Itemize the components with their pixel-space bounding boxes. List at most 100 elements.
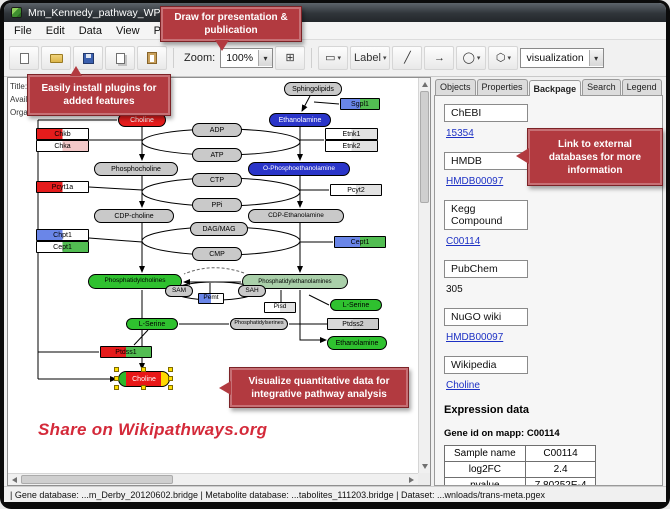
- tab-properties[interactable]: Properties: [476, 79, 528, 95]
- pathway-node-etnk2[interactable]: Etnk2: [325, 140, 378, 152]
- horizontal-scrollbar[interactable]: [8, 473, 418, 485]
- pathway-node-ptdss1[interactable]: Ptdss1: [100, 346, 152, 358]
- new-file-button[interactable]: [9, 46, 39, 70]
- scroll-down-icon[interactable]: [422, 464, 428, 469]
- expression-table-cell: 2.4: [524, 461, 597, 478]
- menu-item-view[interactable]: View: [115, 24, 140, 37]
- pathway-node-cdp-ethanolamine[interactable]: CDP-Ethanolamine: [248, 209, 344, 223]
- zoom-fit-button[interactable]: ⊞: [275, 46, 306, 70]
- menu-item-file[interactable]: File: [14, 24, 32, 37]
- pathway-node-sam[interactable]: SAM: [165, 285, 193, 297]
- pathway-node-ethanolamine[interactable]: Ethanolamine: [327, 336, 387, 350]
- tab-backpage[interactable]: Backpage: [528, 80, 582, 96]
- pathway-edge: [88, 237, 143, 243]
- selection-handle[interactable]: [141, 367, 146, 372]
- database-value-chebi[interactable]: 15354: [446, 128, 474, 139]
- database-value-wikipedia[interactable]: Choline: [446, 380, 480, 391]
- pathway-node-pemt[interactable]: Pemt: [198, 293, 224, 304]
- pathway-node-chpt1[interactable]: Chpt1: [36, 229, 89, 241]
- info-line: Avail: [10, 95, 28, 104]
- pathway-node-cmp[interactable]: CMP: [192, 247, 242, 261]
- pathway-node-atp[interactable]: ATP: [192, 148, 242, 162]
- shape-tool-button[interactable]: ◯▾: [456, 46, 487, 70]
- arrow-tool-icon: →: [433, 51, 445, 64]
- horizontal-scroll-thumb[interactable]: [21, 475, 173, 484]
- pathway-node-pisd[interactable]: Pisd: [264, 302, 296, 313]
- title-bar[interactable]: Mm_Kennedy_pathway_WP1771_45176.gpml: [4, 3, 666, 22]
- pathway-node-cept1[interactable]: Cept1: [334, 236, 386, 248]
- tab-search[interactable]: Search: [582, 79, 621, 95]
- pathway-node-ptdss2[interactable]: Ptdss2: [327, 318, 379, 330]
- app-icon: [11, 7, 22, 18]
- selection-handle[interactable]: [141, 385, 146, 390]
- pathway-node-l-serine[interactable]: L-Serine: [330, 299, 382, 311]
- pathway-node-phosphatidylethanolamines[interactable]: Phosphatidylethanolamines: [242, 274, 348, 289]
- pathway-node-l-serine[interactable]: L-Serine: [126, 318, 178, 330]
- pathway-edge: [88, 186, 143, 191]
- expression-data-title: Expression data: [444, 404, 529, 416]
- open-file-button[interactable]: [41, 46, 71, 70]
- pathway-node-ctp[interactable]: CTP: [192, 173, 242, 187]
- pathway-node-adp[interactable]: ADP: [192, 123, 242, 137]
- line-tool-icon: ╱: [404, 51, 411, 64]
- pathway-node-sphingolipids[interactable]: Sphingolipids: [284, 82, 342, 96]
- pathway-node-phosphatidylcholines[interactable]: Phosphatidylcholines: [88, 274, 182, 289]
- pathway-node-ethanolamine[interactable]: Ethanolamine: [269, 113, 331, 127]
- pathway-node-etnk1[interactable]: Etnk1: [325, 128, 378, 140]
- pathway-node-pcyt2[interactable]: Pcyt2: [330, 184, 382, 196]
- pathway-node-o-phosphoethanolamine[interactable]: O-Phosphoethanolamine: [248, 162, 350, 176]
- pathway-node-sah[interactable]: SAH: [238, 285, 266, 297]
- menu-item-edit[interactable]: Edit: [45, 24, 65, 37]
- pathway-node-phosphatidylserines[interactable]: Phosphatidylserines: [230, 318, 288, 330]
- pathway-node-dag-mag[interactable]: DAG/MAG: [190, 222, 248, 236]
- database-value-hmdb[interactable]: HMDB00097: [446, 176, 504, 187]
- selection-handle[interactable]: [114, 367, 119, 372]
- pathway-node-cdp-choline[interactable]: CDP-choline: [94, 209, 174, 223]
- vertical-scrollbar[interactable]: [418, 78, 430, 473]
- vertical-scroll-thumb[interactable]: [420, 91, 429, 203]
- selection-handle[interactable]: [168, 367, 173, 372]
- database-header-hmdb: HMDB: [444, 152, 528, 170]
- callout-install-plugins: Easily install plugins for added feature…: [27, 66, 171, 116]
- datanode-tool-button[interactable]: ▭▾: [318, 46, 349, 70]
- dropdown-arrow-icon: ▾: [507, 55, 512, 62]
- scroll-up-icon[interactable]: [422, 82, 428, 87]
- pathway-node-sgpl1[interactable]: Sgpl1: [340, 98, 380, 110]
- label-tool-button[interactable]: Label▾: [350, 46, 391, 70]
- database-header-kegg-compound: Kegg Compound: [444, 200, 528, 230]
- selection-handle[interactable]: [114, 385, 119, 390]
- database-value-kegg-compound[interactable]: C00114: [446, 236, 481, 247]
- zoom-combobox[interactable]: 100%: [220, 48, 274, 68]
- paste-button[interactable]: [137, 46, 167, 70]
- selection-handle[interactable]: [168, 376, 173, 381]
- scroll-right-icon[interactable]: [409, 477, 414, 483]
- pathway-node-ppi[interactable]: PPi: [192, 198, 242, 212]
- pathway-node-chka[interactable]: Chka: [36, 140, 89, 152]
- pathway-node-phosphocholine[interactable]: Phosphocholine: [94, 162, 178, 176]
- menu-item-data[interactable]: Data: [78, 24, 102, 37]
- app-window: Mm_Kennedy_pathway_WP1771_45176.gpml Fil…: [4, 3, 666, 502]
- expression-table-cell: C00114: [524, 445, 597, 462]
- tab-objects[interactable]: Objects: [435, 79, 476, 95]
- scroll-left-icon[interactable]: [12, 477, 17, 483]
- database-header-pubchem: PubChem: [444, 260, 528, 278]
- database-value-nugo-wiki[interactable]: HMDB00097: [446, 332, 504, 343]
- tab-legend[interactable]: Legend: [621, 79, 662, 95]
- pathway-node-chkb[interactable]: Chkb: [36, 128, 89, 140]
- visualization-combobox[interactable]: visualization: [520, 48, 604, 68]
- selection-handle[interactable]: [114, 376, 119, 381]
- pathway-node-cept1[interactable]: Cept1: [36, 241, 89, 253]
- pathway-node-pcyt1a[interactable]: Pcyt1a: [36, 181, 89, 193]
- copy-button[interactable]: [105, 46, 135, 70]
- template-tool-button[interactable]: ⬡▾: [488, 46, 519, 70]
- line-tool-button[interactable]: ╱: [392, 46, 423, 70]
- arrow-tool-button[interactable]: →: [424, 46, 455, 70]
- menu-bar: FileEditDataViewPluginsHelp: [4, 22, 666, 40]
- callout-text: Draw for presentation & publication: [174, 12, 288, 36]
- selection-handle[interactable]: [168, 385, 173, 390]
- pathway-edge: [313, 101, 340, 105]
